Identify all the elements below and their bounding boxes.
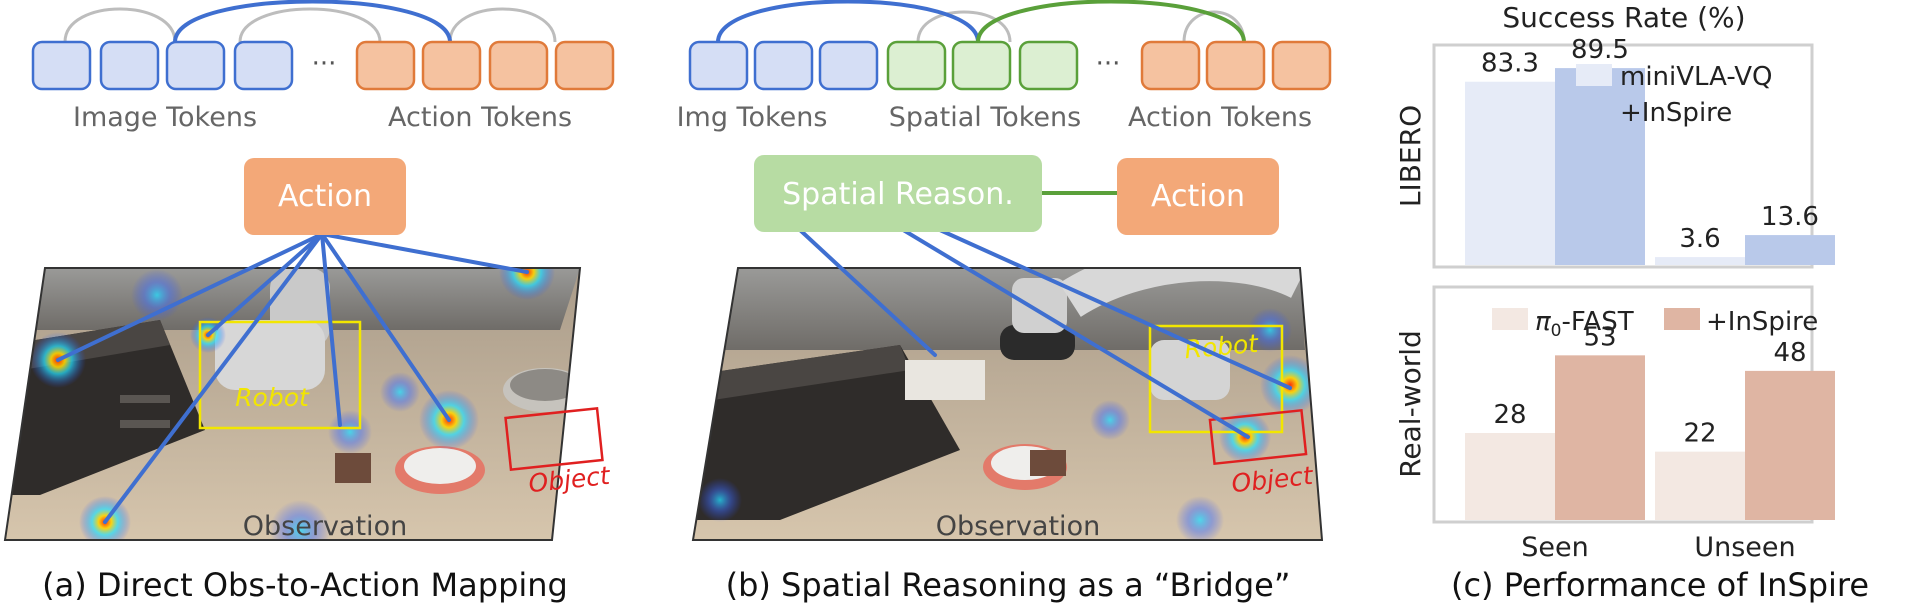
observation-label: Observation [936, 511, 1100, 542]
panel-a: ··· Image Tokens Action Tokens [3, 0, 615, 604]
ellipsis: ··· [312, 49, 337, 79]
action-box [1117, 158, 1279, 235]
ellipsis: ··· [1096, 49, 1121, 79]
legend-label-pi0: π0-FAST [1535, 307, 1634, 341]
chart-real-world: Real-world 28 22 53 48 π0-FAST +InSpire [1394, 285, 1835, 524]
x-tick-seen: Seen [1521, 532, 1588, 563]
action-token-row [355, 40, 615, 91]
data-label: 13.6 [1761, 202, 1819, 232]
image-token [31, 40, 92, 91]
data-label: 22 [1683, 419, 1716, 449]
image-tokens-label: Image Tokens [73, 102, 257, 133]
img-tokens-label: Img Tokens [677, 102, 828, 133]
spatial-token [951, 40, 1012, 91]
data-label: 89.5 [1571, 35, 1629, 65]
spatial-reason-box [754, 155, 1042, 232]
data-label: 28 [1493, 400, 1526, 430]
x-tick-unseen: Unseen [1694, 532, 1795, 563]
legend-label: +InSpire [1620, 98, 1732, 128]
action-box [244, 158, 406, 235]
y-axis-label: LIBERO [1394, 105, 1427, 207]
object-box [1208, 408, 1308, 466]
action-token [554, 40, 615, 91]
panel-c: Success Rate (%) LIBERO 83.3 3.6 89.5 13.6 … [1394, 1, 1869, 604]
object-box [504, 406, 604, 472]
bar-unseen-series-0 [1655, 451, 1745, 520]
legend-swatch-minivla [1576, 64, 1612, 86]
img-token [818, 40, 879, 91]
data-label: 48 [1773, 338, 1806, 368]
bar-seen-series-0 [1465, 433, 1555, 520]
image-token [233, 40, 294, 91]
legend-label: miniVLA-VQ [1620, 62, 1772, 92]
image-token-row [31, 40, 294, 91]
panel-b: ··· Img Tokens Spatial Tokens Action Tok… [677, 0, 1332, 604]
action-token [355, 40, 416, 91]
observation-label: Observation [243, 511, 407, 542]
spatial-reason-label: Spatial Reason. [782, 177, 1014, 212]
robot-box [198, 320, 362, 430]
attention-arcs [716, 0, 1246, 43]
y-axis-label: Real-world [1394, 330, 1427, 478]
spatial-token [1018, 40, 1079, 91]
bar-unseen-series-0 [1655, 257, 1745, 265]
image-token [99, 40, 160, 91]
legend-swatch-pi0 [1492, 308, 1528, 330]
observation-image [693, 268, 1322, 540]
attention-arcs [63, 0, 557, 43]
legend: π0-FAST +InSpire [1492, 307, 1818, 341]
action-token [488, 40, 549, 91]
data-label: 53 [1583, 322, 1616, 352]
caption-c: (c) Performance of InSpire [1451, 566, 1869, 604]
img-token [688, 40, 749, 91]
action-token [1140, 40, 1201, 91]
attention-lines [798, 210, 1292, 439]
action-token-row [1140, 40, 1332, 91]
chart-title: Success Rate (%) [1502, 1, 1745, 34]
legend-swatch-inspire [1664, 308, 1700, 330]
data-label: 3.6 [1679, 224, 1720, 254]
action-tokens-label: Action Tokens [1128, 102, 1312, 133]
img-token-row [688, 40, 879, 91]
legend-swatch-inspire [1576, 100, 1612, 122]
caption-a: (a) Direct Obs-to-Action Mapping [42, 566, 568, 604]
action-box-label: Action [1151, 179, 1245, 214]
bar-unseen-series-1 [1745, 235, 1835, 265]
image-token [165, 40, 226, 91]
legend: miniVLA-VQ +InSpire [1576, 62, 1772, 128]
attention-lines [56, 232, 529, 524]
action-tokens-label: Action Tokens [388, 102, 572, 133]
data-label: 83.3 [1481, 49, 1539, 79]
action-token [1205, 40, 1266, 91]
img-token [753, 40, 814, 91]
action-token [421, 40, 482, 91]
spatial-token-row [886, 40, 1079, 91]
legend-label: +InSpire [1706, 307, 1818, 337]
bar-seen-series-0 [1465, 81, 1555, 266]
action-token [1271, 40, 1332, 91]
bar-seen-series-1 [1555, 355, 1645, 520]
caption-b: (b) Spatial Reasoning as a “Bridge” [726, 566, 1291, 604]
bar-unseen-series-1 [1745, 370, 1835, 520]
spatial-token [886, 40, 947, 91]
spatial-tokens-label: Spatial Tokens [889, 102, 1081, 133]
action-box-label: Action [278, 179, 372, 214]
robot-label: Robot [235, 383, 310, 412]
chart-libero: LIBERO 83.3 3.6 89.5 13.6 miniVLA-VQ +InSpi… [1394, 35, 1835, 269]
